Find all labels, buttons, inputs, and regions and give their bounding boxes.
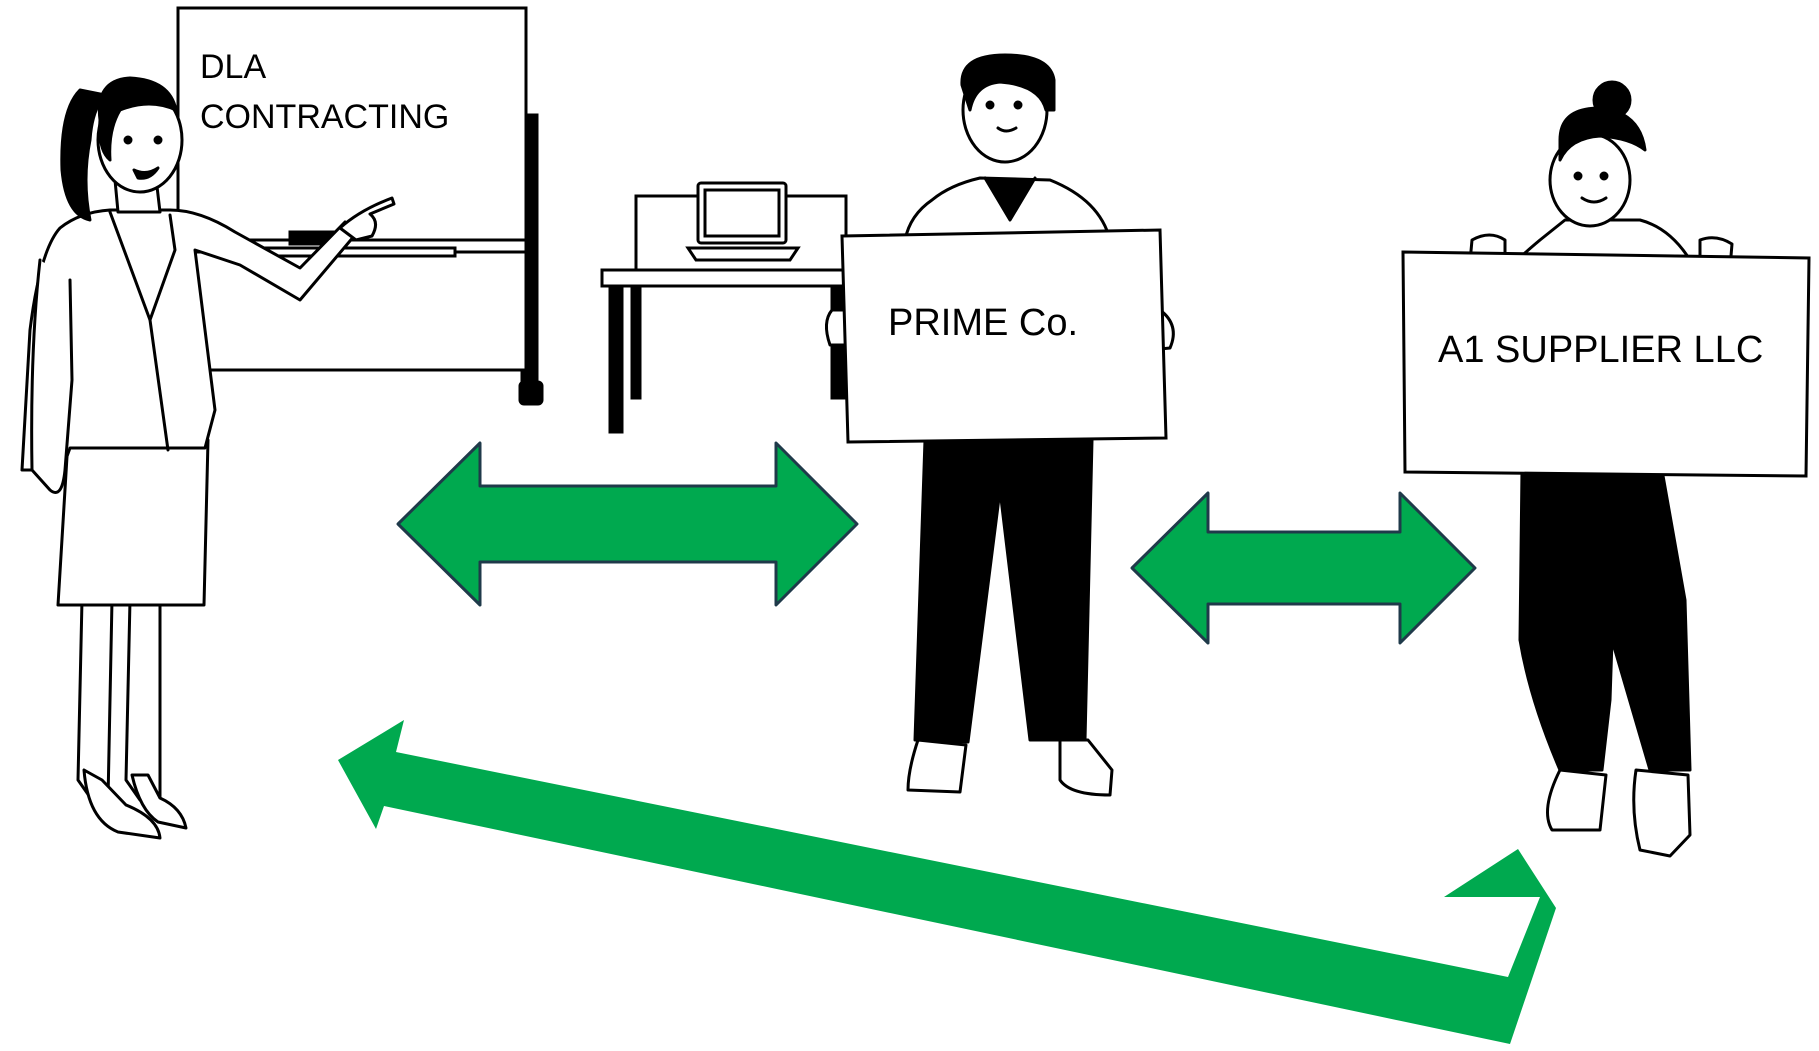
prime-sign-text: PRIME Co. [888,302,1078,344]
man-with-sign-icon [825,53,1175,797]
supplier-sign-text: A1 SUPPLIER LLC [1438,329,1763,371]
whiteboard-icon [176,6,544,406]
arrow-dla-prime [396,441,859,607]
arrow-prime-supplier [1130,491,1477,645]
laptop-icon [685,181,801,262]
arrow-dla-supplier [338,720,1556,1044]
supplier-sign-board [1401,250,1811,478]
prime-sign-board [840,228,1168,444]
whiteboard-title-line2: CONTRACTING [200,98,449,136]
woman-presenter-icon [20,76,396,840]
whiteboard-title-line1: DLA [200,48,266,86]
woman-with-sign-icon [1468,80,1734,858]
